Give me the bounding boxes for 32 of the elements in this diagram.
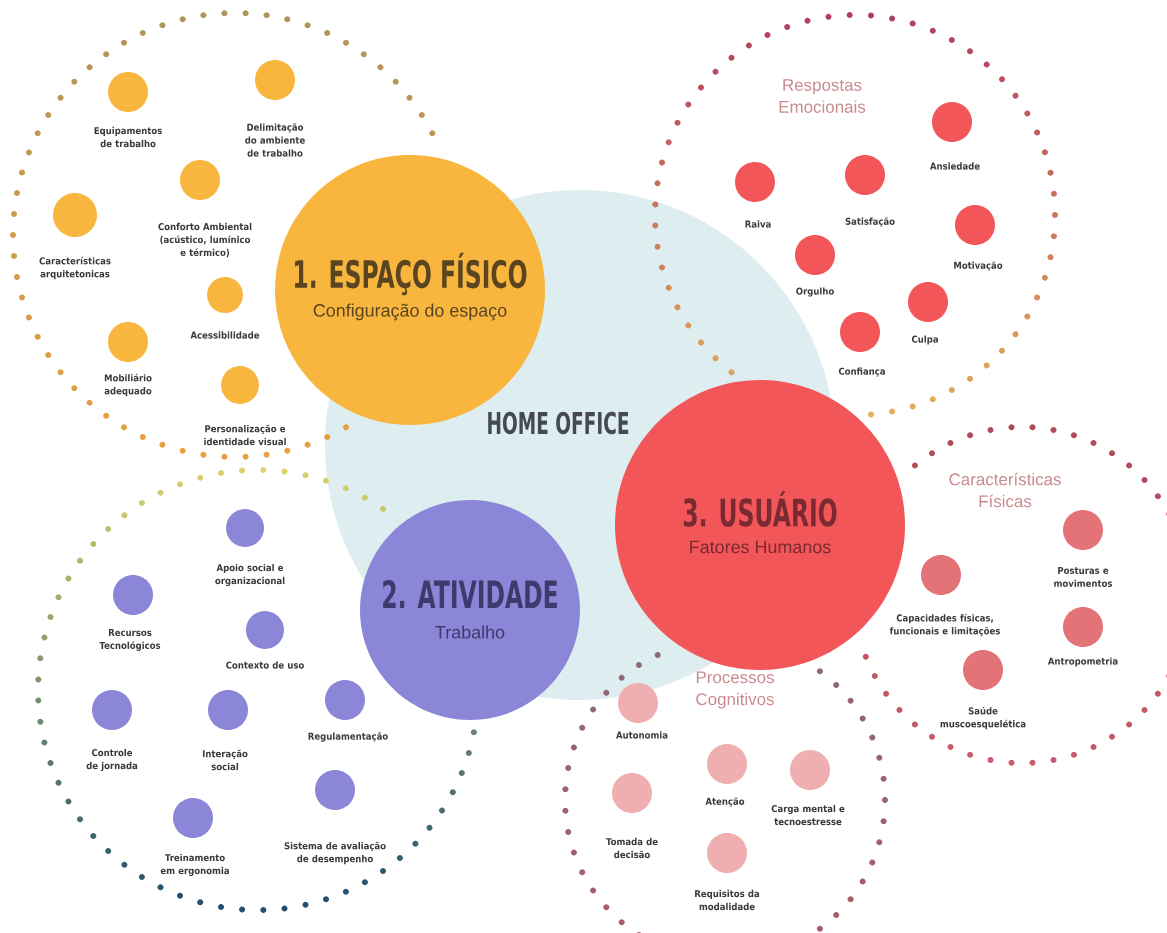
node-label: Controle de jornada bbox=[86, 748, 138, 772]
node-label: Raiva bbox=[745, 220, 771, 228]
node-label: Características Físicas bbox=[949, 472, 1061, 508]
node-label: Equipamentos de trabalho bbox=[94, 126, 162, 148]
node-label: Antropometria bbox=[1047, 657, 1118, 667]
node-label: Treinamento em ergonomia bbox=[160, 853, 229, 877]
node-label: Recursos Tecnológicos bbox=[99, 629, 161, 651]
node-label: Motivação bbox=[954, 261, 1003, 271]
node-label: Autonomia bbox=[616, 731, 668, 739]
node-label: Características arquitetonicas bbox=[39, 256, 111, 280]
node-label: Carga mental e tecnoestresse bbox=[771, 804, 845, 826]
node-label: Satisfação bbox=[845, 217, 895, 227]
node-label: Saúde muscoesquelética bbox=[940, 706, 1026, 730]
node-label: Interação social bbox=[202, 749, 248, 771]
node-label: Delimitação do ambiente de trabalho bbox=[245, 123, 305, 157]
node-label: Acessibilidade bbox=[190, 331, 260, 339]
node-label: Conforto Ambiental (acústico, lumínico e térmico) bbox=[158, 222, 252, 258]
node-label: Respostas Emocionais bbox=[779, 79, 866, 113]
node-label: Posturas e movimentos bbox=[1054, 567, 1113, 587]
node-label: Mobiliário adequado bbox=[104, 373, 152, 397]
node-label: Requisitos da modalidade bbox=[695, 889, 760, 911]
node-label: Atenção bbox=[705, 797, 745, 807]
node-label: Apoio social e organizacional bbox=[215, 563, 285, 587]
node-label: Regulamentação bbox=[308, 732, 388, 742]
node-label: Ansiedade bbox=[929, 162, 980, 170]
node-label: Tomada de decisão bbox=[606, 837, 658, 859]
node-label: Confiança bbox=[838, 367, 885, 377]
node-label: Culpa bbox=[911, 335, 938, 345]
node-label: Orgulho bbox=[796, 287, 834, 297]
node-label: Personalização e identidade visual bbox=[204, 424, 286, 446]
node-label: Sistema de avaliação de desempenho bbox=[284, 841, 386, 865]
node-label: Contexto de uso bbox=[226, 661, 304, 669]
